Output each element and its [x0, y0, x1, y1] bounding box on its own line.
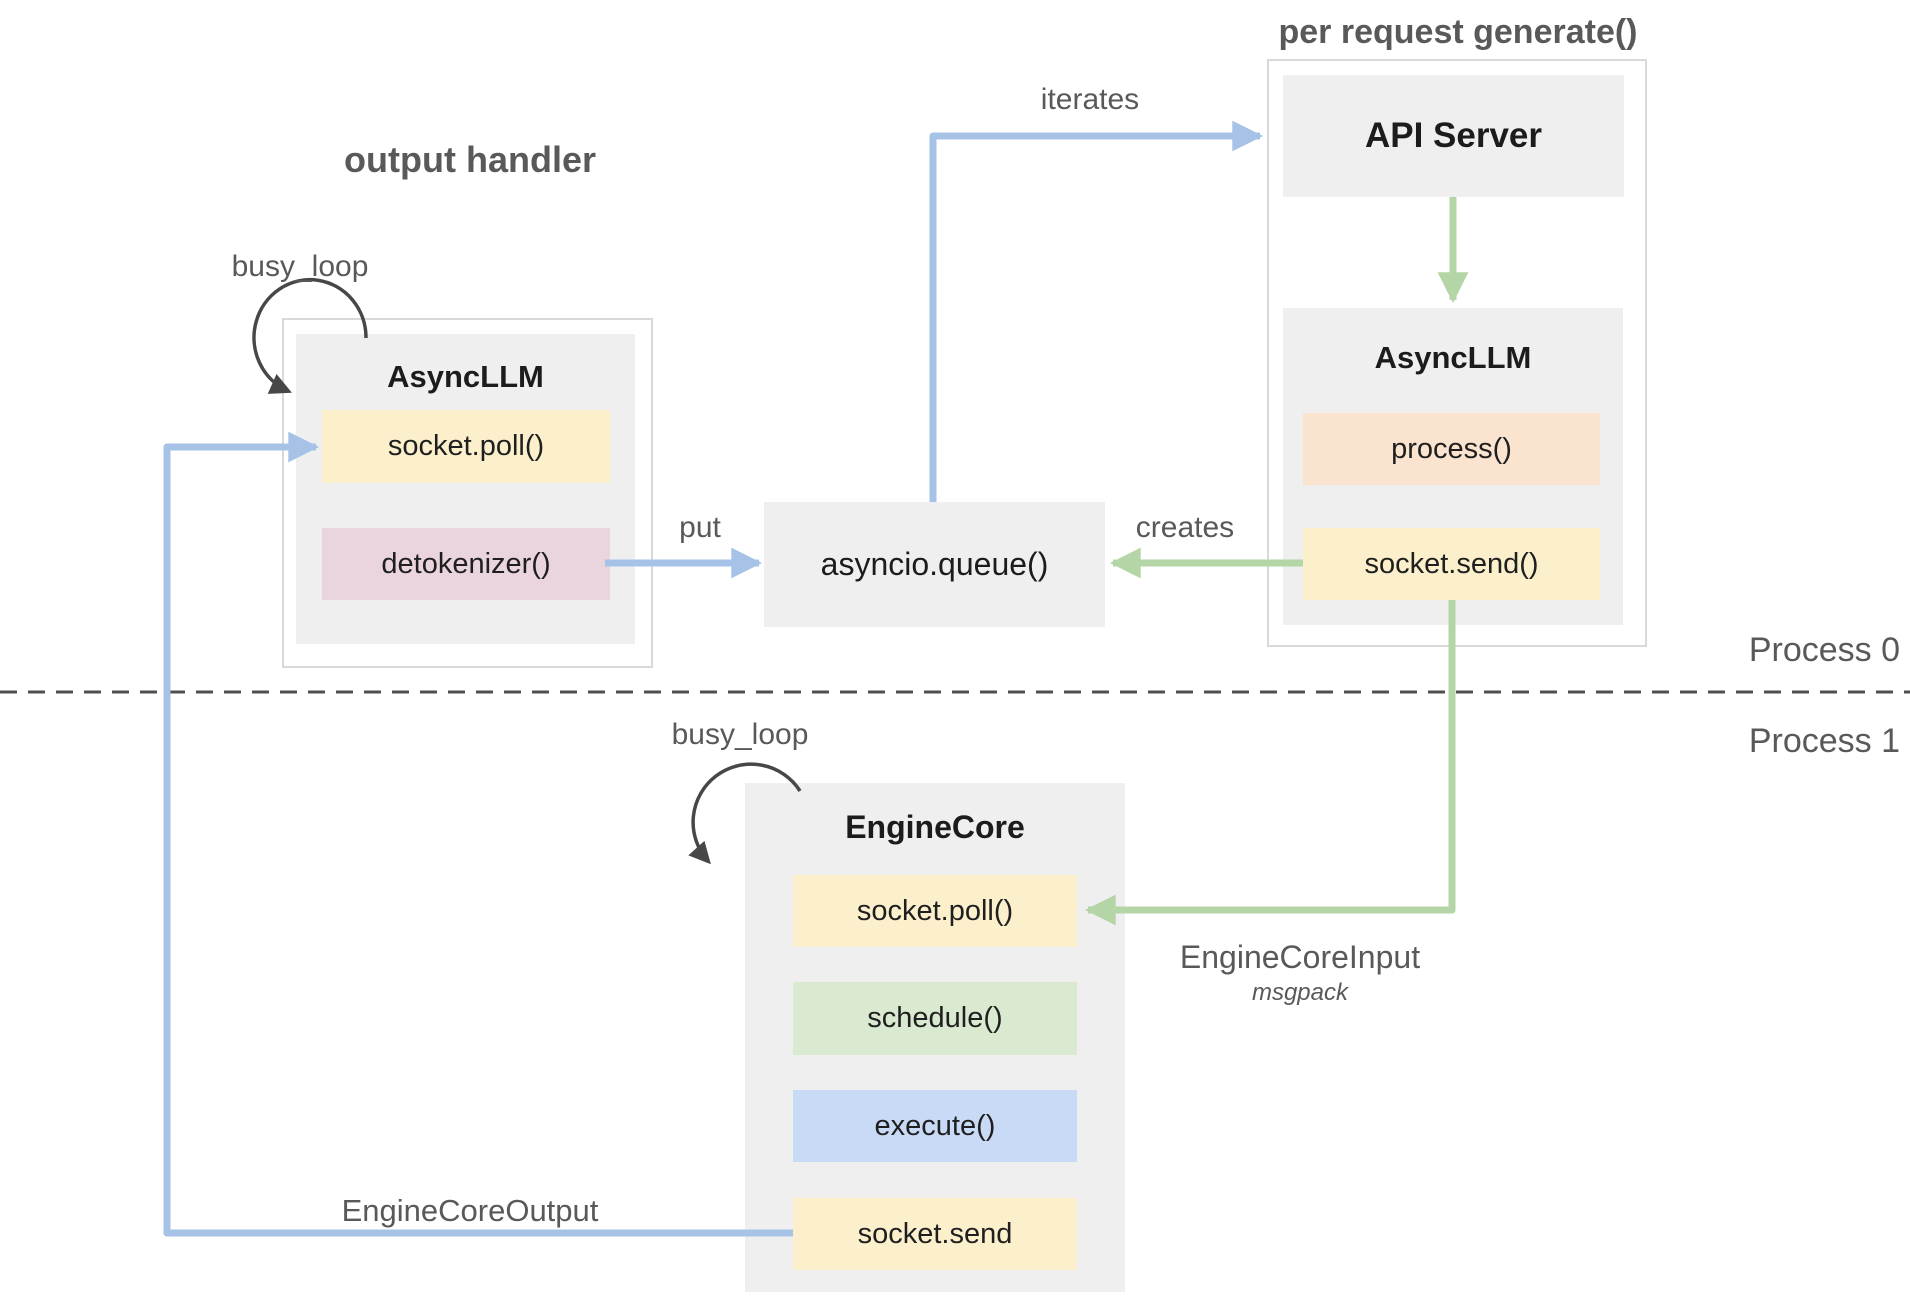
asyncio-queue-node: asyncio.queue() — [764, 502, 1105, 627]
engine-core-socket-poll: socket.poll() — [793, 875, 1077, 947]
engine-core-input-label: EngineCoreInput — [1179, 938, 1421, 975]
async-llm-left-title: AsyncLLM — [387, 359, 544, 394]
async-llm-left-socket-poll: socket.poll() — [322, 410, 610, 483]
put-label: put — [679, 511, 721, 544]
creates-label: creates — [1135, 511, 1235, 544]
busy-loop-label-bottom: busy_loop — [671, 718, 809, 751]
per-request-generate-title: per request generate() — [1278, 12, 1638, 51]
async-llm-right-socket-send: socket.send() — [1303, 528, 1600, 600]
busy-loop-label-top: busy_loop — [231, 250, 369, 283]
api-server-node: API Server — [1283, 75, 1624, 197]
engine-core-execute: execute() — [793, 1090, 1077, 1162]
async-llm-right-title: AsyncLLM — [1374, 340, 1532, 375]
engine-core-socket-send: socket.send — [793, 1198, 1077, 1270]
process-0-label: Process 0 — [1748, 630, 1900, 669]
engine-core-schedule: schedule() — [793, 982, 1077, 1055]
process-1-label: Process 1 — [1748, 721, 1900, 760]
async-llm-right-process: process() — [1303, 413, 1600, 485]
iterates-label: iterates — [1040, 83, 1140, 116]
output-handler-title: output handler — [344, 139, 596, 180]
engine-core-output-label: EngineCoreOutput — [341, 1193, 599, 1228]
engine-core-title: EngineCore — [845, 808, 1025, 845]
engine-core-input-format-label: msgpack — [1251, 979, 1349, 1006]
async-llm-left-detokenizer: detokenizer() — [322, 528, 610, 600]
iterates-arrow — [929, 120, 1264, 502]
